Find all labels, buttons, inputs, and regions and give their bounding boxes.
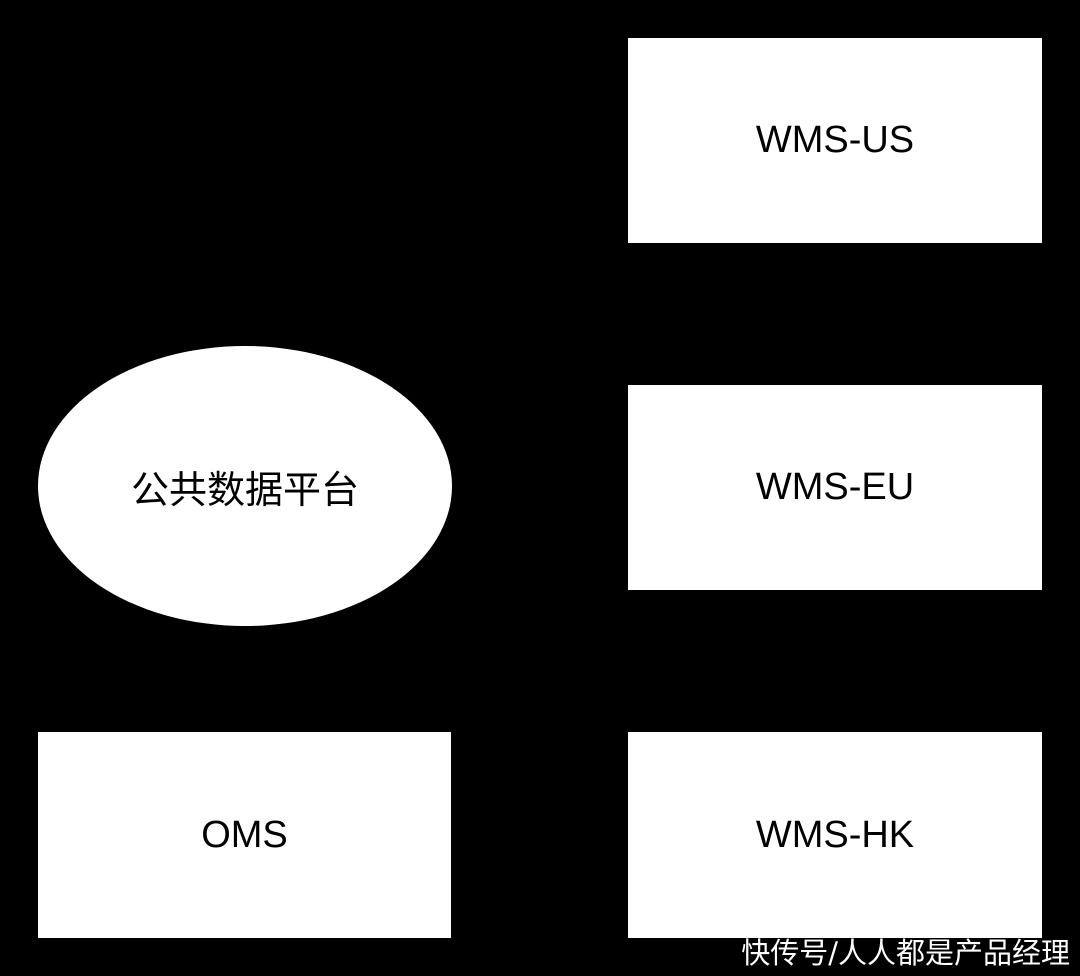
public-data-platform-node: 公共数据平台 xyxy=(38,346,452,626)
watermark: 快传号/人人都是产品经理 xyxy=(741,936,1070,970)
wms-us-label: WMS-US xyxy=(755,119,915,161)
oms-label: OMS xyxy=(201,813,288,856)
wms-us-node: WMS-US xyxy=(628,38,1042,243)
wms-hk-node: WMS-HK xyxy=(628,732,1042,938)
oms-node: OMS xyxy=(38,732,451,938)
wms-eu-node: WMS-EU xyxy=(628,385,1042,590)
public-data-platform-label: 公共数据平台 xyxy=(130,469,359,512)
wms-eu-label: WMS-EU xyxy=(755,466,915,508)
wms-hk-label: WMS-HK xyxy=(755,813,915,856)
